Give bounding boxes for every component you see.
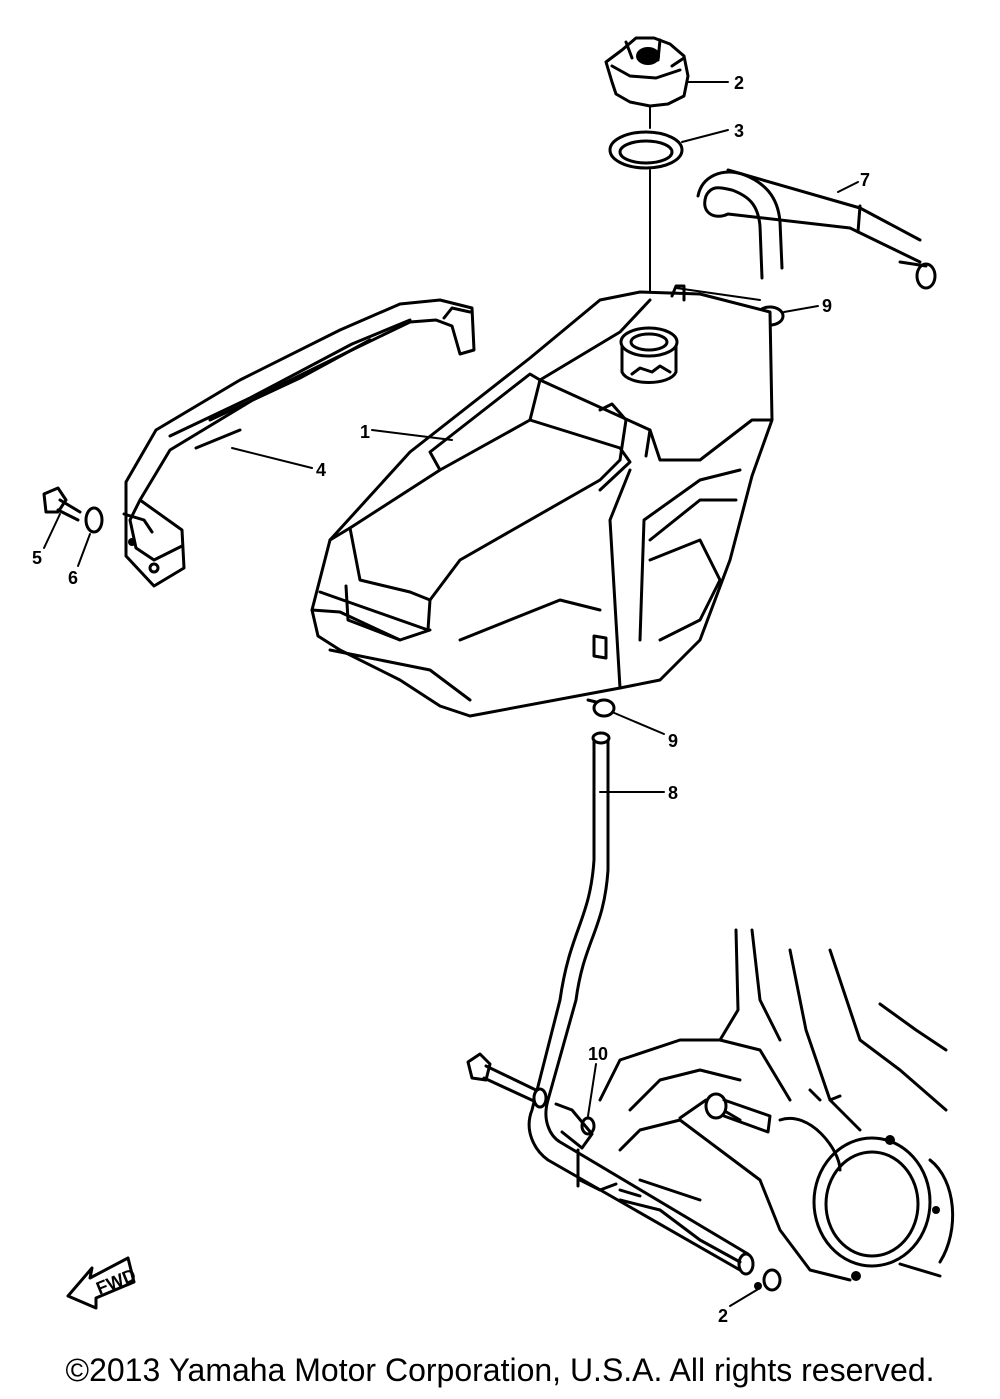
callout-6: 6 bbox=[68, 568, 78, 588]
engine-frame-section bbox=[600, 930, 953, 1281]
front-direction-arrow-icon: FWD bbox=[68, 1258, 139, 1308]
hose-clip-lower bbox=[588, 700, 614, 716]
fuel-tank bbox=[312, 286, 772, 716]
callout-8: 8 bbox=[668, 783, 678, 803]
callout-2-bottom: 2 bbox=[718, 1306, 728, 1326]
fuel-pipe bbox=[529, 733, 753, 1274]
callout-7: 7 bbox=[860, 170, 870, 190]
callout-9-upper: 9 bbox=[822, 296, 832, 316]
cap-gasket bbox=[610, 132, 682, 168]
tank-cap bbox=[606, 38, 688, 106]
bracket-washer bbox=[86, 508, 102, 532]
parts-diagram: FWD 1 2 3 4 5 6 7 8 9 9 10 2 bbox=[32, 0, 1000, 1326]
callout-10: 10 bbox=[588, 1044, 608, 1064]
callout-5: 5 bbox=[32, 548, 42, 568]
callout-9-lower: 9 bbox=[668, 731, 678, 751]
callout-3: 3 bbox=[734, 121, 744, 141]
breather-hose bbox=[698, 170, 935, 288]
drain-washer bbox=[754, 1270, 780, 1290]
callout-4: 4 bbox=[316, 460, 326, 480]
callout-1: 1 bbox=[360, 422, 370, 442]
callout-2-cap: 2 bbox=[734, 73, 744, 93]
copyright-notice: ©2013 Yamaha Motor Corporation, U.S.A. A… bbox=[65, 1352, 935, 1388]
tank-rear-bracket bbox=[124, 300, 474, 586]
bracket-bolt bbox=[44, 488, 80, 520]
pipe-clamp bbox=[468, 1054, 594, 1186]
